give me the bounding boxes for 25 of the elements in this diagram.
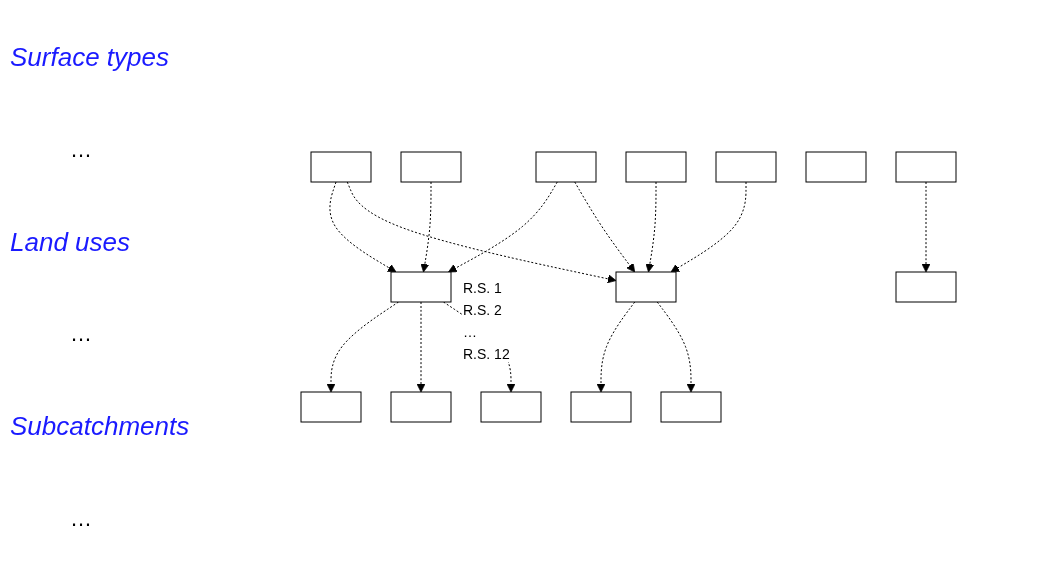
ellipsis-text: … xyxy=(69,321,93,348)
node-box xyxy=(615,271,677,303)
node-caption: R.S. 12 xyxy=(463,346,510,362)
node-box xyxy=(570,391,632,423)
row-title: Land uses xyxy=(10,226,131,258)
node-box xyxy=(300,391,362,423)
node-box xyxy=(805,151,867,183)
node-box xyxy=(895,151,957,183)
node-caption: R.S. 2 xyxy=(463,302,503,318)
node-box xyxy=(390,391,452,423)
node-box xyxy=(625,151,687,183)
ellipsis-text: … xyxy=(69,506,93,533)
ellipsis-text: … xyxy=(69,136,93,163)
node-box xyxy=(715,151,777,183)
node-caption: … xyxy=(463,324,478,340)
node-box xyxy=(535,151,597,183)
row-title: Surface types xyxy=(10,41,170,73)
node-box xyxy=(390,271,452,303)
row-title: Subcatchments xyxy=(10,411,191,443)
node-box xyxy=(310,151,372,183)
node-caption: R.S. 1 xyxy=(463,280,503,296)
node-box xyxy=(480,391,542,423)
node-box xyxy=(895,271,957,303)
node-box xyxy=(660,391,722,423)
node-box xyxy=(400,151,462,183)
